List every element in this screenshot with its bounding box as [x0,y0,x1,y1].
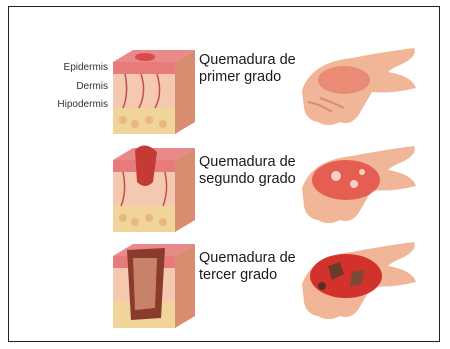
skin-side-face [175,148,195,232]
blister [331,171,341,181]
skin-section-second-degree [105,142,197,238]
burn-spot [135,53,155,61]
hand-second-degree [292,140,424,230]
redness-area [318,66,370,94]
hand-first-degree [292,42,424,132]
label-hypodermis: Hipodermis [48,99,108,110]
burn-area [310,254,382,298]
charred-patch [350,270,364,286]
charred-tissue [133,258,157,310]
skin-section-first-degree [105,44,197,140]
skin-side-face [175,244,195,328]
skin-section-third-degree [105,238,197,334]
blister [350,180,358,188]
hand-third-degree [292,236,424,326]
epidermis-layer [113,62,175,74]
skin-side-face [175,50,195,134]
blister [359,169,365,175]
label-epidermis: Epidermis [48,62,108,73]
label-dermis: Dermis [48,81,108,92]
burn-area [312,160,380,200]
charred-patch [318,282,326,290]
